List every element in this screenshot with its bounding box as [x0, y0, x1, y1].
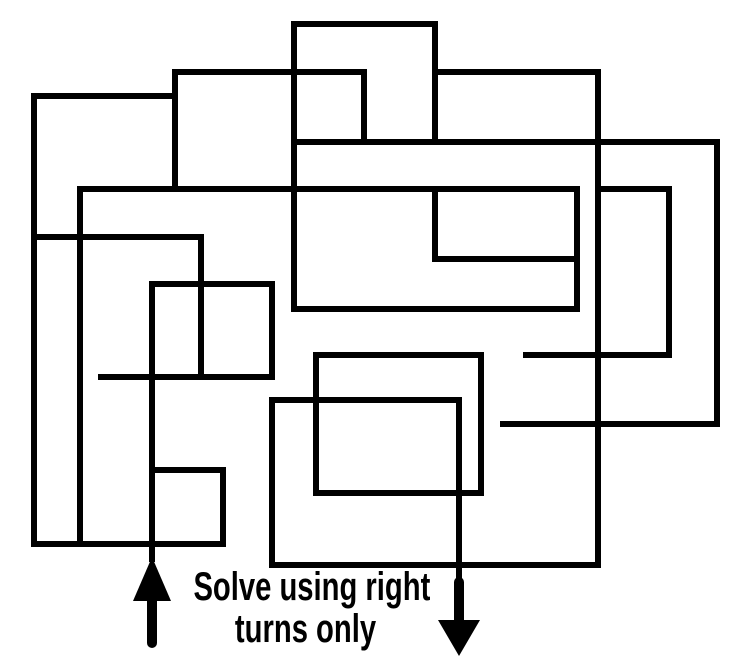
exit-down-arrow-shaft: [454, 577, 464, 622]
maze-wall-vertical: [149, 281, 155, 562]
maze-wall-horizontal: [269, 397, 462, 403]
maze-wall-vertical: [714, 139, 720, 427]
maze-wall-horizontal: [313, 490, 484, 496]
maze-wall-vertical: [456, 397, 462, 584]
maze-wall-horizontal: [31, 234, 204, 240]
maze-wall-vertical: [220, 467, 226, 547]
maze-wall-vertical: [77, 186, 83, 547]
maze-wall-vertical: [313, 352, 319, 496]
maze-wall-horizontal: [500, 421, 720, 427]
maze-wall-horizontal: [31, 93, 178, 99]
maze-wall-horizontal: [313, 352, 484, 358]
maze-wall-horizontal: [291, 139, 720, 145]
maze-wall-horizontal: [77, 186, 580, 192]
instruction-line-2: turns only: [234, 607, 377, 651]
maze-wall-vertical: [478, 352, 484, 496]
maze-wall-horizontal: [291, 306, 580, 312]
instruction-line-1: Solve using right: [193, 565, 431, 609]
maze-wall-horizontal: [269, 562, 601, 568]
maze-wall-vertical: [595, 69, 601, 568]
entrance-up-arrow-shaft: [147, 599, 157, 648]
maze-wall-horizontal: [595, 186, 672, 192]
maze-wall-vertical: [31, 93, 37, 547]
maze-wall-vertical: [198, 234, 204, 380]
maze-wall-vertical: [574, 186, 580, 312]
maze-wall-vertical: [432, 21, 438, 145]
maze-wall-horizontal: [432, 69, 601, 75]
maze-wall-vertical: [172, 69, 178, 192]
maze-wall-horizontal: [31, 541, 226, 547]
maze-wall-horizontal: [172, 69, 367, 75]
maze-wall-vertical: [432, 186, 438, 262]
instruction-caption: Solve using right turns only: [152, 566, 459, 650]
maze-wall-horizontal: [149, 281, 275, 287]
maze-wall-horizontal: [432, 256, 580, 262]
maze-wall-vertical: [291, 21, 297, 312]
maze-wall-horizontal: [291, 21, 438, 27]
maze-wall-horizontal: [149, 467, 226, 473]
exit-down-arrow-head: [438, 620, 480, 656]
entrance-up-arrow-head: [133, 557, 171, 601]
maze-wall-horizontal: [98, 374, 275, 380]
maze-wall-vertical: [666, 186, 672, 358]
maze-wall-vertical: [361, 69, 367, 145]
maze-wall-vertical: [269, 397, 275, 568]
maze-wall-vertical: [269, 281, 275, 380]
